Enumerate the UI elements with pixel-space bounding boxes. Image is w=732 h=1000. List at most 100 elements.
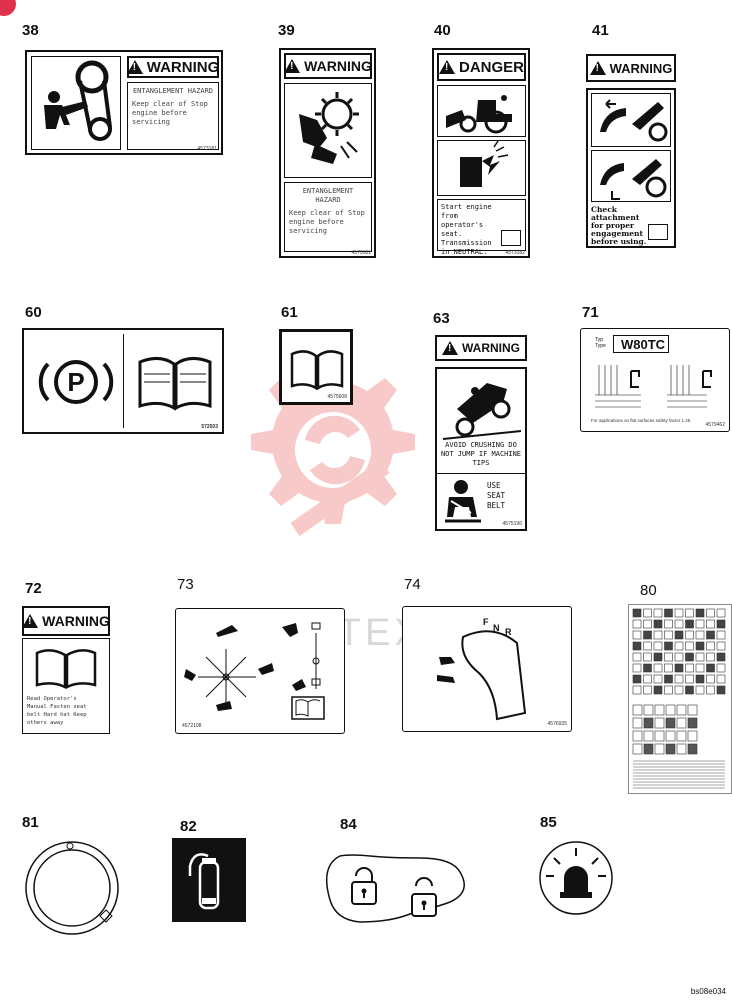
decal-63-code: 4575196: [502, 521, 522, 527]
decal-61: 4575608: [279, 329, 353, 405]
decal-63-text2: USE SEAT BELT: [487, 481, 506, 510]
grid-cell-icon: [695, 663, 705, 673]
decal-63-panel: AVOID CRUSHING DO NOT JUMP IF MACHINE TI…: [435, 367, 527, 531]
decal-38-body: Keep clear of Stop engine before servici…: [132, 100, 208, 126]
decal-40-header: DANGER: [437, 53, 526, 81]
grid-cell-icon: [676, 730, 687, 742]
grid-cell-icon: [687, 730, 698, 742]
grid-cell-icon: [687, 704, 698, 716]
decal-73-code: 4572108: [182, 723, 202, 729]
decal-41-pictogram-top: [591, 93, 671, 147]
decal-39-body: Keep clear of Stop engine before servici…: [289, 209, 365, 235]
decal-39-code: 4573181: [351, 250, 371, 256]
grid-cell-icon: [632, 652, 642, 662]
grid-cell-icon: [685, 630, 694, 640]
warning-triangle-icon: [442, 341, 458, 355]
callout-63: 63: [433, 310, 450, 327]
grid-cell-icon: [653, 652, 663, 662]
decal-71-model-box: [613, 335, 669, 353]
warning-triangle-icon: [284, 59, 301, 73]
decal-41-header: WARNING: [586, 54, 676, 82]
parking-brake-icon: P: [38, 360, 114, 404]
callout-39: 39: [278, 22, 295, 39]
decal-41-body: Check attachment for proper engagement b…: [591, 205, 647, 246]
grid-cell-icon: [643, 608, 652, 618]
grid-cell-icon: [695, 630, 705, 640]
warning-triangle-icon: [22, 614, 39, 628]
grid-cell-icon: [632, 630, 642, 640]
grid-cell-icon: [695, 652, 705, 662]
callout-81: 81: [22, 814, 39, 831]
grid-cell-icon: [664, 641, 673, 651]
manual-book-icon: [138, 357, 212, 411]
decal-41-pictogram-mid: [591, 150, 671, 202]
grid-cell-icon: [706, 619, 715, 629]
grid-cell-icon: [676, 743, 687, 755]
grid-cell-icon: [632, 663, 642, 673]
grid-cell-icon: [643, 704, 654, 716]
corner-badge-icon: [0, 0, 16, 16]
grid-cell-icon: [654, 717, 665, 729]
grid-cell-icon: [716, 619, 726, 629]
grid-cell-icon: [716, 608, 726, 618]
decal-38-header: WARNING: [126, 56, 219, 78]
wheel-loader-icon: [446, 95, 512, 134]
grid-cell-icon: [676, 704, 687, 716]
grid-cell-icon: [685, 685, 694, 695]
grid-cell-icon: [706, 674, 715, 684]
callout-84: 84: [340, 816, 357, 833]
callout-82: 82: [180, 818, 197, 835]
decal-63-header-text: WARNING: [462, 341, 520, 355]
grid-cell-icon: [674, 641, 684, 651]
grid-cell-icon: [643, 663, 652, 673]
decal-72-lines: Read Operator's Manual Fasten seat belt …: [27, 696, 87, 726]
grid-cell-icon: [664, 619, 673, 629]
grid-cell-icon: [706, 652, 715, 662]
decal-38-code: 4573181: [197, 146, 217, 152]
decal-61-code: 4575608: [327, 394, 347, 400]
grid-cell-icon: [674, 652, 684, 662]
rotating-blade-icon: [299, 92, 359, 164]
bucket-lock-icon: [600, 159, 667, 200]
manual-book-icon: [501, 230, 521, 246]
grid-cell-icon: [716, 663, 726, 673]
callout-40: 40: [434, 22, 451, 39]
grid-cell-icon: [653, 619, 663, 629]
divider: [437, 473, 525, 474]
decal-38-textbox: ENTANGLEMENT HAZARD Keep clear of Stop e…: [127, 82, 219, 150]
callout-73: 73: [177, 576, 194, 593]
grid-cell-icon: [676, 717, 687, 729]
manual-book-icon: [35, 649, 97, 690]
grid-cell-icon: [695, 608, 705, 618]
grid-cell-icon: [716, 674, 726, 684]
decal-71-model: W80TC: [621, 337, 666, 352]
grid-cell-icon: [695, 641, 705, 651]
grid-cell-icon: [664, 674, 673, 684]
grid-cell-icon: [643, 717, 654, 729]
callout-41: 41: [592, 22, 609, 39]
decal-41: WARNING Check attachment for proper enga…: [586, 54, 678, 250]
grid-cell-icon: [632, 674, 642, 684]
grid-cell-icon: [664, 630, 673, 640]
grid-cell-icon: [695, 674, 705, 684]
decal-72-panel: Read Operator's Manual Fasten seat belt …: [22, 638, 110, 734]
grid-cell-icon: [664, 652, 673, 662]
decal-73: 4572108: [175, 608, 345, 734]
callout-71: 71: [582, 304, 599, 321]
fire-extinguisher-icon: [188, 853, 220, 910]
decal-40-pictogram-mid: [437, 140, 526, 196]
grid-cell-icon: [653, 663, 663, 673]
grid-cell-icon: [653, 641, 663, 651]
decal-39: WARNING ENTANGLEMENT HAZARD Keep clear o…: [279, 48, 376, 258]
grid-cell-icon: [665, 717, 676, 729]
grid-cell-icon: [687, 743, 698, 755]
grid-cell-icon: [643, 619, 652, 629]
grid-cell-icon: [706, 641, 715, 651]
grid-cell-icon: [654, 730, 665, 742]
decal-38-title: ENTANGLEMENT HAZARD: [132, 87, 214, 95]
decal-40: DANGER Start engine from operator's seat…: [432, 48, 530, 258]
decal-60: P 572503: [22, 328, 224, 434]
warning-triangle-icon: [589, 61, 606, 75]
grid-cell-icon: [674, 608, 684, 618]
gear-f-label: F: [483, 617, 489, 627]
